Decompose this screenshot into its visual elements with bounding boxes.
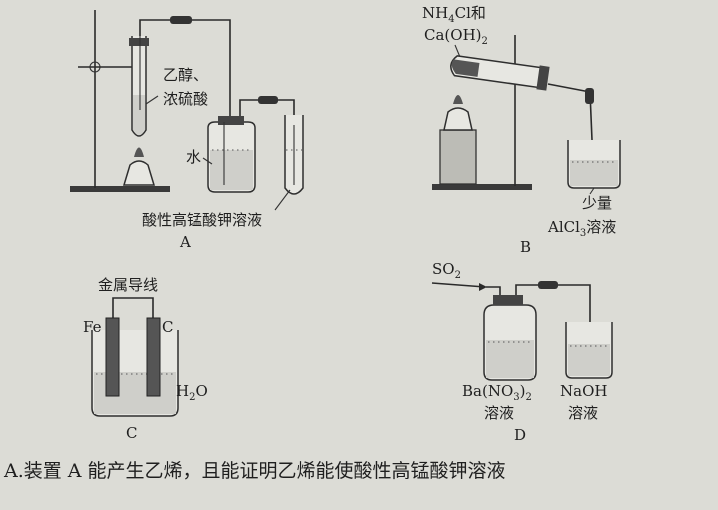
- water-liquid-a: [210, 150, 253, 190]
- reagent-label-a2: 浓硫酸: [163, 90, 208, 108]
- beaker-naoh-label2-d: 溶液: [568, 404, 598, 422]
- caption-d: D: [514, 426, 526, 444]
- apparatus-d: SO2 Ba(NO3)2 溶液 NaOH 溶液 D: [431, 260, 613, 444]
- bottle-ba-label1-d: Ba(NO3)2: [462, 382, 532, 403]
- alcohol-lamp-a: [122, 160, 156, 186]
- caption-c: C: [126, 424, 137, 442]
- beaker-liquid-b: [570, 160, 618, 186]
- solution-label-a: 酸性高锰酸钾溶液: [142, 211, 262, 229]
- reagent-label-a1: 乙醇、: [163, 66, 208, 84]
- flame-a: [134, 147, 144, 157]
- apparatus-a: 乙醇、 浓硫酸 水 酸性高锰酸钾溶液 A: [70, 10, 304, 251]
- question-option-a: A.装置 A 能产生乙烯，且能证明乙烯能使酸性高锰酸钾溶液: [3, 460, 506, 482]
- gas-arrowhead-d: [479, 283, 487, 291]
- flame-b: [453, 95, 463, 104]
- metal-wire-c: [112, 297, 154, 318]
- gas-label-d: SO2: [432, 260, 461, 281]
- fe-label-c: Fe: [83, 318, 102, 336]
- solid-reagent-b: [451, 59, 480, 77]
- apparatus-b: NH4Cl和 Ca(OH)2 少量 AlCl3溶液 B: [422, 4, 621, 256]
- caption-b: B: [520, 238, 531, 256]
- tube-liquid-a: [133, 95, 145, 135]
- rubber-joint-a: [170, 16, 192, 24]
- rubber-joint-d: [538, 281, 558, 289]
- beaker-label-b1: 少量: [582, 194, 612, 212]
- beaker-naoh-label1-d: NaOH: [560, 382, 607, 400]
- gas-arrow-d: [431, 282, 486, 288]
- apparatus-c: 金属导线 Fe C H2O C: [83, 276, 208, 442]
- beaker-leader-b: [589, 187, 595, 195]
- fe-electrode-c: [105, 317, 120, 397]
- water-leader-a: [202, 157, 213, 165]
- c-electrode-c: [146, 317, 161, 397]
- bottle-ba-liquid-d: [486, 340, 534, 378]
- electrolyte-label-c: H2O: [176, 382, 208, 403]
- wire-label-c: 金属导线: [98, 276, 158, 294]
- bottle-ba-label2-d: 溶液: [484, 404, 514, 422]
- water-label-a: 水: [186, 148, 201, 166]
- beaker-naoh-liquid-d: [568, 344, 610, 376]
- reagent-label-b1: NH4Cl和: [422, 4, 486, 25]
- stopper-a: [129, 38, 149, 46]
- rubber-joint-b: [585, 88, 594, 104]
- bottle-ba-stopper-d: [493, 295, 523, 305]
- rubber-joint-a2: [258, 96, 278, 104]
- reagent-leader-a: [145, 95, 159, 105]
- beaker-label-b2: AlCl3溶液: [547, 218, 616, 239]
- c-label-c: C: [162, 318, 173, 336]
- stand-base-b: [432, 184, 532, 190]
- stand-base-a: [70, 186, 170, 192]
- bottle-stopper-a: [218, 116, 244, 125]
- solution-leader-a: [274, 189, 291, 211]
- reagent-label-b2: Ca(OH)2: [424, 26, 488, 47]
- alcohol-lamp-b: [443, 107, 473, 131]
- reaction-tube-b: [450, 55, 550, 91]
- caption-a: A: [179, 233, 191, 251]
- stopper-b: [536, 65, 550, 91]
- burner-block-b: [439, 129, 477, 185]
